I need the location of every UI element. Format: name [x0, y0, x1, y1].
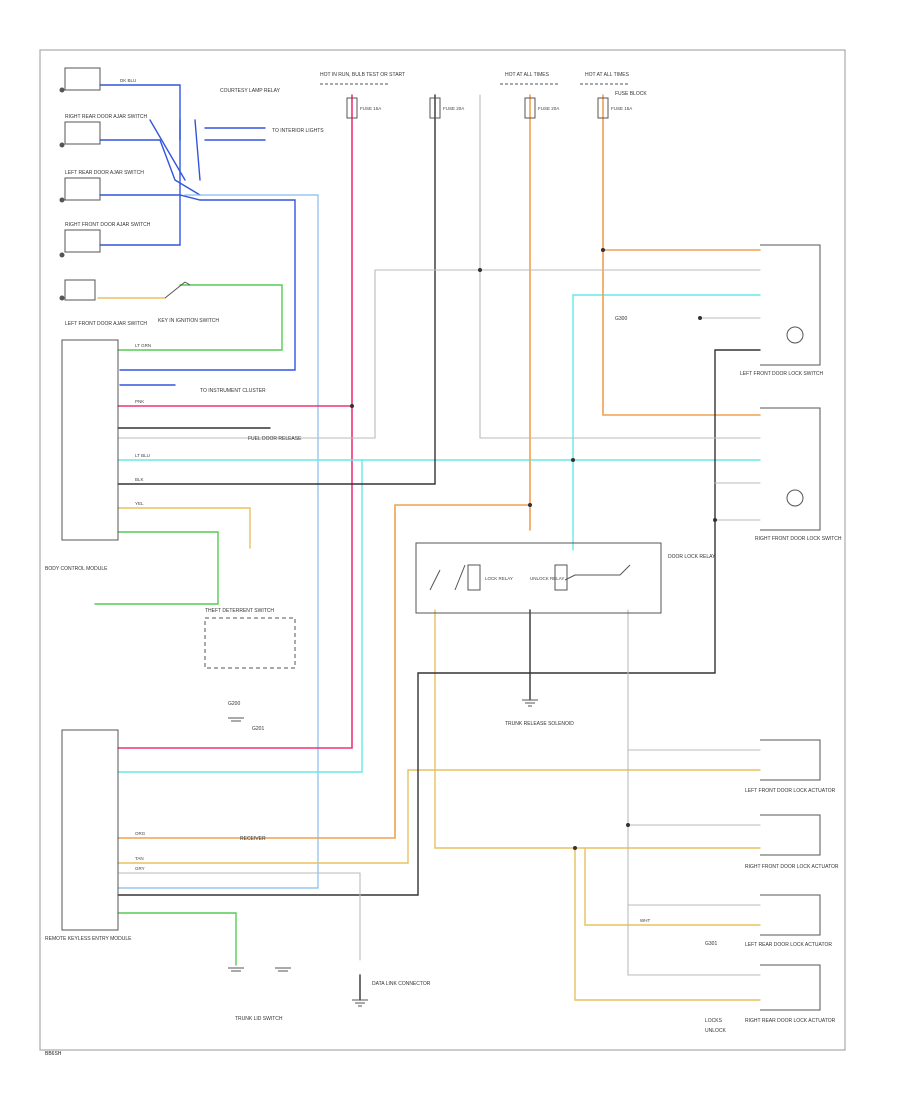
label-hot-at-all-times-2: HOT AT ALL TIMES [585, 72, 630, 78]
pink-wire [117, 94, 353, 749]
rke-connector [61, 729, 119, 931]
key-switch-symbol [164, 281, 191, 299]
blue-wire-group [99, 84, 296, 386]
label-rf-door-lock-mtr: RIGHT FRONT DOOR LOCK ACTUATOR [745, 864, 839, 870]
label-hot-at-all-times-1: HOT AT ALL TIMES [505, 72, 550, 78]
label-fuse-block: FUSE BLOCK [615, 91, 647, 97]
wire-code-wht: WHT [640, 918, 650, 923]
tan-wire-group [117, 507, 761, 1001]
label-locks: LOCKS [705, 1018, 723, 1024]
label-to-instrument-cluster: TO INSTRUMENT CLUSTER [200, 388, 266, 394]
label-lr-door-lock-mtr: LEFT REAR DOOR LOCK ACTUATOR [745, 942, 832, 948]
wire-code-lt-blu: LT BLU [135, 453, 150, 458]
label-door-lock-relay: DOOR LOCK RELAY [668, 554, 716, 560]
label-to-interior-lights: TO INTERIOR LIGHTS [272, 128, 324, 134]
label-ground-g3: G300 [615, 316, 627, 322]
label-ground-g4: G301 [705, 941, 717, 947]
diagram-frame [39, 49, 846, 1051]
green-wire-group [94, 284, 283, 966]
label-rr-door-lock-mtr: RIGHT REAR DOOR LOCK ACTUATOR [745, 1018, 836, 1024]
gray-wire-group [117, 94, 761, 976]
labels: HOT IN RUN, BULB TEST OR START HOT AT AL… [45, 72, 842, 1057]
splices [350, 248, 717, 850]
label-data-link: DATA LINK CONNECTOR [372, 981, 431, 987]
label-unlock-relay: UNLOCK RELAY [530, 576, 564, 581]
figure-id: BB6SH [45, 1051, 62, 1057]
label-rf-door-lock-sw: RIGHT FRONT DOOR LOCK SWITCH [755, 536, 842, 542]
ground-symbols [228, 699, 538, 1007]
label-lf-door-ajar: LEFT FRONT DOOR AJAR SWITCH [65, 321, 147, 327]
fuses [320, 83, 630, 119]
wire-code-org: ORG [135, 831, 146, 836]
wires [94, 84, 761, 1001]
label-fuse-3: FUSE 20A [538, 106, 559, 111]
label-fuse-1: FUSE 15A [360, 106, 381, 111]
door-ajar-switches [59, 67, 101, 301]
label-rke-module: REMOTE KEYLESS ENTRY MODULE [45, 936, 132, 942]
relay-contacts [429, 564, 631, 591]
label-ground-g2: G201 [252, 726, 264, 732]
bcm-connector [61, 339, 119, 541]
label-bcm: BODY CONTROL MODULE [45, 566, 108, 572]
label-rf-door-ajar: RIGHT FRONT DOOR AJAR SWITCH [65, 222, 151, 228]
label-fuse-4: FUSE 15A [611, 106, 632, 111]
right-door-components [760, 244, 821, 1011]
label-lf-door-lock-sw: LEFT FRONT DOOR LOCK SWITCH [740, 371, 824, 377]
label-rr-door-ajar: RIGHT REAR DOOR AJAR SWITCH [65, 114, 148, 120]
label-fuse-2: FUSE 20A [443, 106, 464, 111]
label-key-in-switch: KEY IN IGNITION SWITCH [158, 318, 219, 324]
components [59, 67, 821, 1011]
wire-code-tan: TAN [135, 856, 144, 861]
label-fuel-door: FUEL DOOR RELEASE [248, 436, 302, 442]
label-theft-switch: THEFT DETERRENT SWITCH [205, 608, 274, 614]
label-lf-door-lock-mtr: LEFT FRONT DOOR LOCK ACTUATOR [745, 788, 836, 794]
label-unlock: UNLOCK [705, 1028, 727, 1034]
wire-code-gry: GRY [135, 866, 145, 871]
orange-wire-group [117, 94, 761, 839]
door-lock-relay-box [415, 542, 662, 614]
black-wire-group [117, 94, 761, 1001]
label-trunk-lid-sw: TRUNK LID SWITCH [235, 1016, 283, 1022]
label-trunk-release: TRUNK RELEASE SOLENOID [505, 721, 574, 727]
label-ground-g1: G200 [228, 701, 240, 707]
wire-code-yel: YEL [135, 501, 144, 506]
label-lock-relay: LOCK RELAY [485, 576, 513, 581]
light-blue-wire [117, 194, 319, 889]
label-lr-door-ajar: LEFT REAR DOOR AJAR SWITCH [65, 170, 144, 176]
wire-code-pnk: PNK [135, 399, 144, 404]
label-courtesy-relay: COURTESY LAMP RELAY [220, 88, 281, 94]
wire-code-dk-blu: DK BLU [120, 78, 136, 83]
cyan-wire-group [117, 294, 761, 773]
label-fuse-panel: HOT IN RUN, BULB TEST OR START [320, 72, 405, 78]
label-receiver: RECEIVER [240, 836, 266, 842]
wire-code-lt-grn: LT GRN [135, 343, 151, 348]
theft-switch-box [204, 617, 296, 669]
wire-code-blk: BLK [135, 477, 144, 482]
